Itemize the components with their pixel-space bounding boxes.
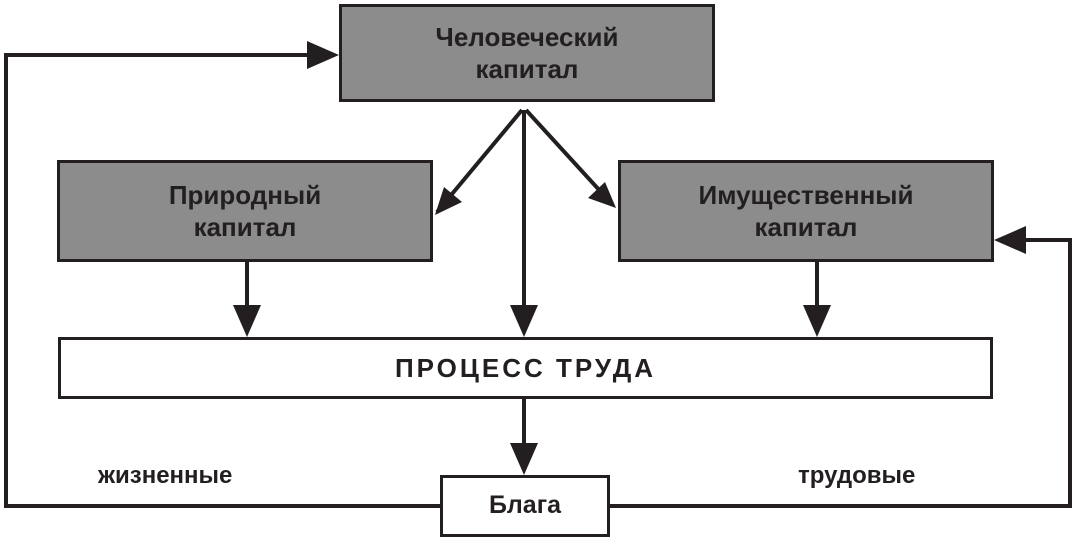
property-capital-line2: капитал bbox=[754, 212, 858, 242]
human-capital-box: Человеческий капитал bbox=[339, 4, 715, 102]
labor-process-box: ПРОЦЕСС ТРУДА bbox=[58, 337, 993, 399]
natural-capital-line1: Природный bbox=[168, 179, 322, 210]
labor-process-label: ПРОЦЕСС ТРУДА bbox=[394, 352, 657, 383]
arrowhead-process-left bbox=[233, 305, 261, 337]
property-capital-line1: Имущественный bbox=[698, 179, 914, 210]
arrowhead-property bbox=[588, 182, 616, 208]
goods-box: Блага bbox=[440, 475, 610, 537]
feedback-loop-vital bbox=[4, 53, 440, 508]
arrowhead-property-feedback bbox=[994, 226, 1026, 254]
arrowhead-natural bbox=[435, 187, 462, 215]
arrowhead-goods bbox=[510, 443, 538, 475]
natural-capital-line2: капитал bbox=[193, 212, 297, 242]
human-capital-line2: капитал bbox=[475, 54, 579, 84]
feedback-loop-labor bbox=[610, 238, 1072, 508]
goods-label: Блага bbox=[488, 491, 562, 520]
natural-capital-box: Природный капитал bbox=[57, 160, 433, 262]
arrowhead-process-right bbox=[803, 305, 831, 337]
property-capital-box: Имущественный капитал bbox=[618, 160, 994, 262]
labor-edge-label: трудовые bbox=[798, 462, 916, 489]
vital-edge-label: жизненные bbox=[98, 462, 233, 489]
arrowhead-human bbox=[307, 41, 339, 69]
arrowhead-process-center bbox=[510, 305, 538, 337]
arrow-human-to-property bbox=[524, 108, 614, 206]
human-capital-line1: Человеческий bbox=[435, 21, 619, 52]
